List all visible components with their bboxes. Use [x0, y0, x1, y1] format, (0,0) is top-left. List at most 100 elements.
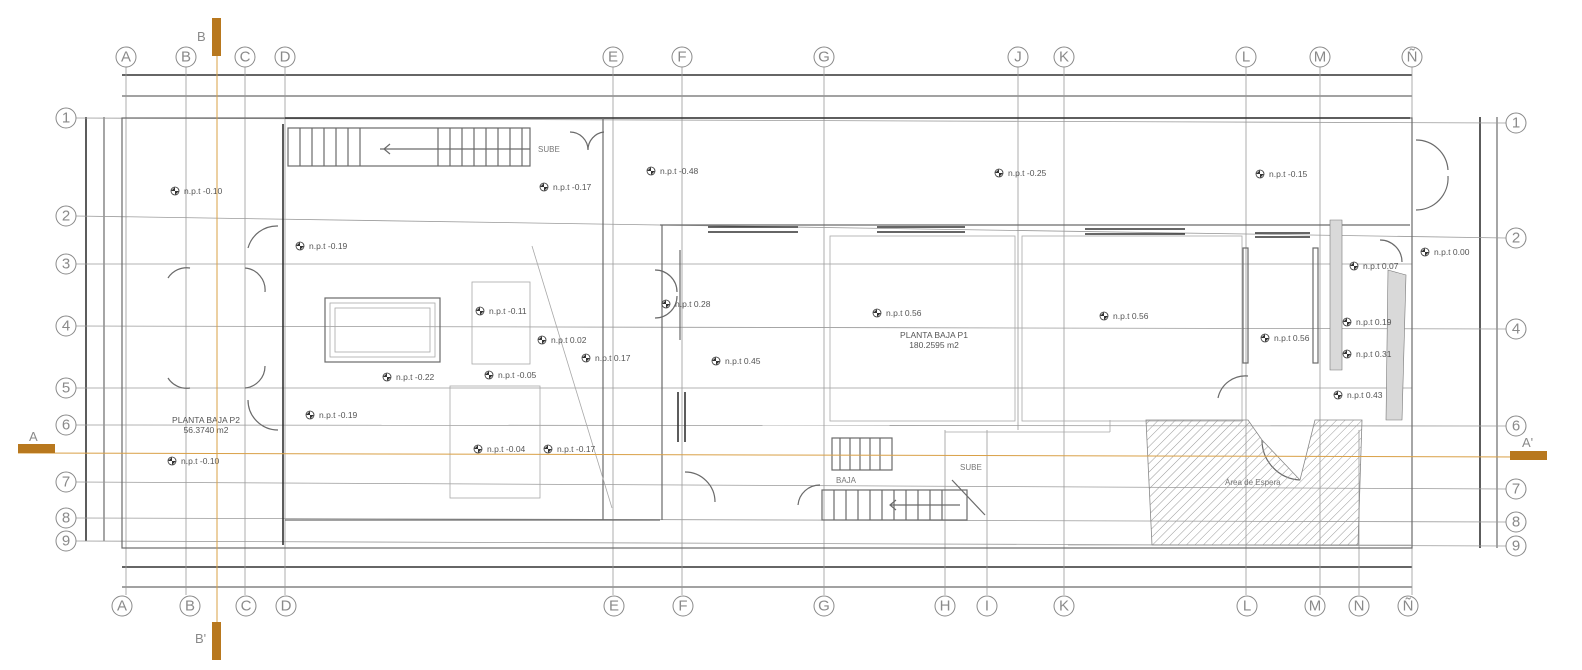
section-marker-a-left: [18, 444, 55, 453]
hatched-waiting-area: [1145, 419, 1363, 546]
axis-top-M: M: [1309, 46, 1331, 68]
svg-text:H: H: [940, 598, 951, 615]
level-label: n.p.t -0.19: [319, 410, 358, 420]
level-label: n.p.t 0.17: [595, 353, 631, 363]
axis-left-2: 2: [55, 205, 77, 227]
level-marker: n.p.t 0.19: [1342, 317, 1392, 327]
level-marker: n.p.t -0.05: [484, 370, 537, 380]
svg-text:Ñ: Ñ: [1407, 49, 1418, 66]
svg-text:G: G: [818, 598, 830, 615]
level-label: n.p.t 0.43: [1347, 390, 1383, 400]
section-marker-a-right: [1510, 451, 1547, 460]
axis-bottom-D: D: [275, 595, 297, 617]
svg-text:A: A: [117, 598, 127, 615]
section-label-b-bottom: B': [195, 631, 206, 646]
axis-top-D: D: [274, 46, 296, 68]
svg-text:J: J: [1014, 49, 1022, 66]
stairs: [287, 127, 986, 521]
svg-text:4: 4: [1512, 321, 1520, 338]
axis-bottom-K: K: [1053, 595, 1075, 617]
axis-left-7: 7: [55, 471, 77, 493]
svg-text:Ñ: Ñ: [1403, 598, 1414, 615]
level-marker: n.p.t -0.19: [295, 241, 348, 251]
section-label-a-right: A': [1522, 435, 1533, 450]
level-label: n.p.t -0.25: [1008, 168, 1047, 178]
level-marker: n.p.t 0.56: [1099, 311, 1149, 321]
level-marker: n.p.t -0.17: [539, 182, 592, 192]
svg-text:5: 5: [62, 380, 70, 397]
level-marker: n.p.t -0.25: [994, 168, 1047, 178]
svg-text:7: 7: [1512, 481, 1520, 498]
room-label-p1-name: PLANTA BAJA P1: [900, 330, 968, 340]
level-marker: n.p.t -0.48: [646, 166, 699, 176]
level-marker: n.p.t 0.28: [661, 299, 711, 309]
svg-text:D: D: [281, 598, 292, 615]
hatched-area-label: Área de Espera: [1225, 478, 1281, 487]
svg-text:6: 6: [62, 417, 70, 434]
level-label: n.p.t 0.56: [886, 308, 922, 318]
axis-left-9: 9: [55, 530, 77, 552]
stair-down-label: BAJA: [836, 476, 857, 485]
level-marker: n.p.t 0.45: [711, 356, 761, 366]
svg-text:C: C: [240, 49, 251, 66]
svg-text:N: N: [1354, 598, 1365, 615]
level-label: n.p.t -0.04: [487, 444, 526, 454]
level-label: n.p.t -0.19: [309, 241, 348, 251]
svg-text:9: 9: [1512, 538, 1520, 555]
svg-text:9: 9: [62, 533, 70, 550]
axis-top-L: L: [1235, 46, 1257, 68]
level-label: n.p.t -0.15: [1269, 169, 1308, 179]
level-marker: n.p.t -0.22: [382, 372, 435, 382]
axis-left-8: 8: [55, 507, 77, 529]
svg-text:2: 2: [1512, 230, 1520, 247]
svg-text:4: 4: [62, 318, 70, 335]
level-marker: n.p.t 0.56: [1260, 333, 1310, 343]
svg-text:F: F: [678, 598, 687, 615]
level-marker: n.p.t 0.56: [872, 308, 922, 318]
svg-text:M: M: [1314, 49, 1327, 66]
svg-text:I: I: [985, 598, 989, 615]
svg-text:E: E: [609, 598, 619, 615]
level-label: n.p.t -0.11: [489, 306, 527, 316]
axis-bottom-H: H: [934, 595, 956, 617]
svg-text:K: K: [1059, 598, 1069, 615]
svg-text:M: M: [1309, 598, 1322, 615]
level-marker: n.p.t 0.00: [1420, 247, 1470, 257]
axis-right-6: 6: [1505, 415, 1527, 437]
axis-bottom-L: L: [1236, 595, 1258, 617]
axis-left-3: 3: [55, 253, 77, 275]
svg-text:C: C: [241, 598, 252, 615]
level-marker: n.p.t -0.17: [543, 444, 596, 454]
svg-text:B: B: [185, 598, 195, 615]
level-marker: n.p.t -0.10: [167, 456, 220, 466]
axis-bottom-N: N: [1348, 595, 1370, 617]
axis-bottom-G: G: [813, 595, 835, 617]
axis-top-E: E: [602, 46, 624, 68]
axis-top-F: F: [671, 46, 693, 68]
svg-text:6: 6: [1512, 418, 1520, 435]
room-label-p2-name: PLANTA BAJA P2: [172, 415, 240, 425]
level-marker: n.p.t -0.10: [170, 186, 223, 196]
svg-text:D: D: [280, 49, 291, 66]
svg-text:F: F: [677, 49, 686, 66]
axis-bottom-I: I: [976, 595, 998, 617]
level-label: n.p.t 0.31: [1356, 349, 1392, 359]
level-marker: n.p.t 0.07: [1349, 261, 1399, 271]
level-marker: n.p.t 0.02: [537, 335, 587, 345]
level-marker: n.p.t -0.04: [473, 444, 526, 454]
svg-text:7: 7: [62, 474, 70, 491]
level-label: n.p.t 0.00: [1434, 247, 1470, 257]
axis-right-4: 4: [1505, 318, 1527, 340]
building-walls: [121, 117, 1413, 549]
outer-dimension-lines: [85, 74, 1498, 588]
stair-treads-bottom: [821, 437, 986, 521]
level-label: n.p.t -0.48: [660, 166, 699, 176]
section-label-b-top: B: [197, 29, 206, 44]
axis-right-7: 7: [1505, 478, 1527, 500]
svg-text:E: E: [608, 49, 618, 66]
section-marker-b-top: [212, 18, 221, 56]
level-label: n.p.t 0.02: [551, 335, 587, 345]
stair-up-label-1: SUBE: [538, 145, 560, 154]
level-label: n.p.t -0.05: [498, 370, 537, 380]
